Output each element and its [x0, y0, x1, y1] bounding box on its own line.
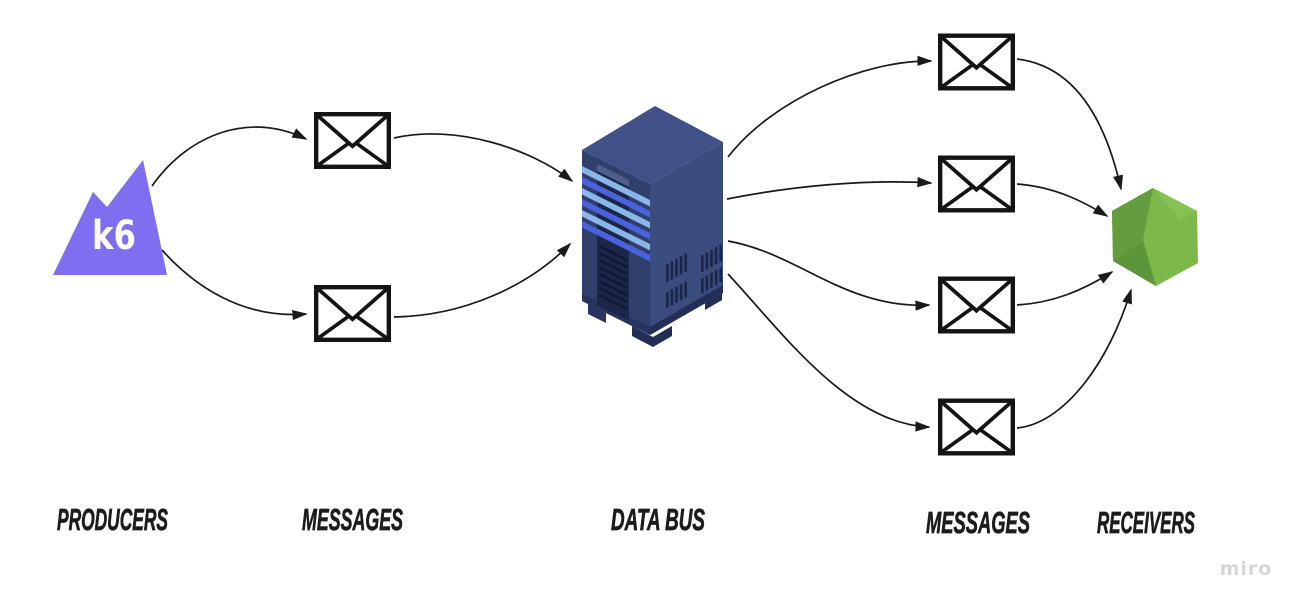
label-messages-right[interactable]: MESSAGES — [926, 505, 1031, 541]
arrow-message-3-to-receiver[interactable] — [1016, 58, 1124, 191]
rack-slat — [598, 259, 628, 275]
vent-slit — [670, 261, 674, 280]
nodejs-hexagon-icon[interactable] — [1112, 188, 1198, 286]
led-stripe — [582, 221, 650, 262]
label-producers[interactable]: PRODUCERS — [57, 502, 169, 538]
server-vents — [666, 244, 722, 308]
miro-watermark: miro — [1220, 558, 1273, 580]
arrow-producer-to-message-1[interactable] — [151, 126, 308, 187]
server-base-strip — [650, 285, 723, 335]
vent-slit — [714, 270, 718, 286]
label-receivers[interactable]: RECEIVERS — [1097, 505, 1196, 541]
envelope-icon[interactable] — [316, 114, 389, 167]
vent-slit — [710, 249, 713, 267]
led-stripe — [582, 210, 650, 251]
vent-slit — [670, 289, 674, 306]
server-foot — [705, 290, 722, 310]
arrow-producer-to-message-2[interactable] — [161, 249, 308, 321]
vent-slit — [701, 278, 704, 293]
envelope-icon[interactable] — [940, 401, 1013, 454]
arrow-message-4-to-receiver[interactable] — [1016, 183, 1109, 217]
vent-slit — [675, 258, 678, 277]
vent-slit — [705, 275, 709, 291]
rack-slat — [598, 287, 628, 303]
envelope-icon[interactable] — [940, 279, 1013, 332]
rack-slat — [598, 294, 628, 310]
arrow-bus-to-message-6[interactable] — [727, 273, 931, 432]
server-rack-slats — [598, 245, 628, 310]
vent-slit — [710, 272, 713, 288]
envelope-icon[interactable] — [940, 36, 1013, 89]
vent-slit — [684, 253, 687, 272]
rack-slat — [598, 280, 628, 296]
vent-slit — [675, 286, 678, 303]
rack-slat — [598, 273, 628, 289]
server-rack-top — [597, 164, 629, 187]
arrow-message-6-to-receiver[interactable] — [1016, 288, 1132, 429]
led-stripe — [582, 177, 650, 218]
arrow-bus-to-message-5[interactable] — [727, 240, 931, 311]
rack-slat — [598, 245, 628, 261]
label-messages-left[interactable]: MESSAGES — [302, 502, 404, 538]
vent-slit — [719, 267, 722, 283]
server-foot — [588, 304, 606, 323]
vent-slit — [701, 255, 704, 272]
server-led-stripes — [582, 166, 650, 262]
vent-slit — [714, 247, 718, 265]
envelope-icon[interactable] — [940, 158, 1013, 211]
k6-logo-text: k6 — [92, 213, 136, 259]
vent-slit — [684, 281, 687, 298]
server-right-face — [650, 142, 723, 335]
hexagon-top-highlight — [1153, 188, 1197, 220]
arrow-message-1-to-bus[interactable] — [393, 133, 574, 183]
led-stripe — [582, 199, 650, 240]
hexagon-left-facet — [1112, 188, 1153, 261]
rack-slat — [598, 266, 628, 282]
hexagon-lower-facet — [1113, 240, 1156, 286]
vent-slit — [666, 264, 669, 282]
arrow-message-5-to-receiver[interactable] — [1016, 271, 1114, 306]
server-top-face — [582, 106, 723, 184]
arrow-message-2-to-bus[interactable] — [393, 242, 572, 318]
rack-slat — [598, 252, 628, 268]
k6-mountain-shape — [53, 160, 167, 275]
arrow-bus-to-message-3[interactable] — [727, 55, 933, 158]
arrow-bus-to-message-4[interactable] — [726, 177, 933, 200]
envelope-icon[interactable] — [316, 287, 389, 340]
server-foot — [632, 326, 672, 347]
label-data-bus[interactable]: DATA BUS — [611, 502, 706, 538]
vent-slit — [679, 284, 683, 301]
vent-slit — [719, 244, 722, 262]
vent-slit — [679, 256, 683, 275]
vent-slit — [705, 252, 709, 270]
connector-arrows — [151, 55, 1132, 432]
led-stripe — [582, 166, 650, 207]
k6-mountain-logo[interactable]: k6 — [53, 160, 167, 275]
vent-slit — [666, 292, 669, 308]
led-stripe — [582, 188, 650, 229]
server-icon[interactable] — [582, 106, 723, 347]
